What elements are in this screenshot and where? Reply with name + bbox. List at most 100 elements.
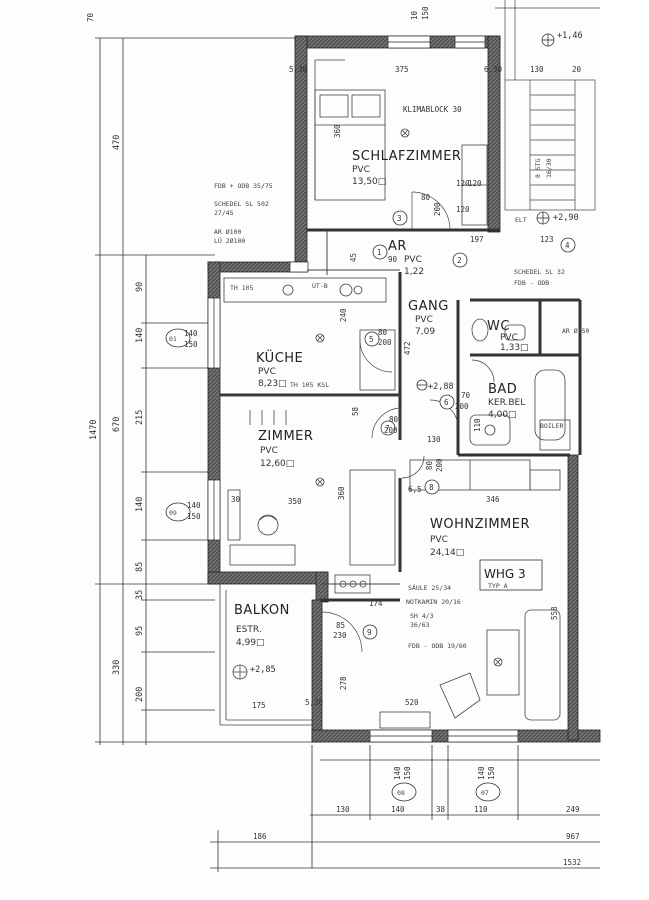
- dim-bs-120: 120: [468, 179, 482, 188]
- window-tag-h: 150: [487, 766, 496, 780]
- window-tag-h: 150: [187, 512, 201, 521]
- unit-tag-box: [479, 559, 543, 591]
- note-ut: UT-B: [312, 282, 328, 290]
- door-tag-circles: [339, 210, 576, 640]
- staircase: [495, 0, 600, 211]
- stove-burner-icon: [353, 285, 363, 295]
- door-size-h: 200: [435, 458, 444, 472]
- room-floor-schlafzimmer: PVC: [352, 165, 370, 175]
- note-kueche-tag: TH 105 KSL: [290, 381, 329, 389]
- dim-left-140b: 140: [135, 497, 145, 512]
- dim-bot-110: 110: [474, 805, 488, 814]
- left-dimension-chain: [95, 37, 320, 745]
- note-stg: 8 STG: [534, 158, 542, 178]
- living-furniture: [334, 459, 561, 729]
- door-size-h: 200: [455, 402, 469, 411]
- dim-left-lower: 330: [112, 660, 122, 675]
- ceiling-light-icon: [315, 477, 325, 487]
- dim-top-10: 10: [410, 10, 419, 20]
- door-size-h: 200: [384, 426, 398, 435]
- dim-bad-110: 110: [473, 418, 482, 432]
- zimmer-furniture: [227, 410, 396, 566]
- ceiling-light-icon: [315, 333, 325, 343]
- window-tag-id: 07: [481, 789, 489, 797]
- dim-k-240: 240: [339, 308, 348, 322]
- door-tag: 2: [457, 256, 462, 265]
- room-area-balkon: 4,99□: [236, 638, 265, 648]
- bathtub: [534, 369, 566, 441]
- dim-bot-1532: 1532: [563, 858, 581, 867]
- note-fdb-bottom: FDB - ODB 19/60: [408, 642, 467, 650]
- dim-top-70: 70: [86, 12, 95, 22]
- bottom-dimension-chain: [210, 745, 600, 872]
- dim-left-mid: 670: [112, 417, 122, 432]
- level-mid: +2,90: [553, 213, 579, 223]
- room-area-wohnzimmer: 24,14□: [430, 548, 464, 558]
- dim-bs-360: 360: [333, 124, 342, 138]
- unit-type: TYP A: [488, 582, 508, 590]
- door-size-h: 200: [433, 202, 442, 216]
- left-dimension-labels: 1470 470 670 330 90 140 215 140 85 35 95…: [89, 135, 145, 702]
- dim-z-350: 350: [288, 497, 302, 506]
- armchair: [439, 672, 481, 719]
- room-name-wohnzimmer: WOHNZIMMER: [430, 517, 530, 532]
- room-area-gang: 7,09: [415, 327, 435, 337]
- dim-w-530: 5,30: [305, 698, 324, 707]
- dim-left-total: 1470: [89, 420, 99, 440]
- dim-w-65: 6,5: [408, 485, 422, 494]
- dim-left-95: 95: [135, 626, 145, 636]
- dim-top-20: 20: [572, 65, 582, 74]
- sink-icon: [282, 284, 294, 296]
- door-tag: 6: [444, 398, 449, 407]
- dim-left-85: 85: [135, 562, 145, 572]
- dim-w-278: 278: [339, 676, 348, 690]
- note-th: TH 105: [230, 284, 254, 292]
- dim-w-130: 130: [427, 435, 441, 444]
- desk: [349, 469, 396, 566]
- room-name-gang: GANG: [408, 299, 449, 314]
- room-name-balkon: BALKON: [234, 603, 290, 618]
- door-swings: [321, 191, 495, 653]
- note-schedel-c: SCHEDEL SL 32: [514, 268, 565, 276]
- dim-bot-186: 186: [253, 832, 267, 841]
- room-area-schlafzimmer: 13,50□: [352, 177, 386, 187]
- note-sh2: 36/63: [410, 621, 430, 629]
- note-saule: SÄULE 25/34: [408, 583, 451, 592]
- room-name-ar: AR: [388, 239, 407, 254]
- dim-w-520: 520: [405, 698, 419, 707]
- dim-w-346: 346: [486, 495, 500, 504]
- door-size-w: 80: [425, 460, 434, 470]
- dim-bot-140: 140: [391, 805, 405, 814]
- unit-label: WHG 3: [484, 567, 526, 581]
- note-klimablock: KLIMABLOCK 30: [403, 105, 462, 114]
- dim-top-150: 150: [421, 6, 430, 20]
- room-floor-zimmer: PVC: [260, 446, 278, 456]
- note-fdb-top: FDB + ODB 35/75: [214, 182, 273, 190]
- room-name-wc: WC: [487, 319, 510, 334]
- room-area-bad: 4,00□: [488, 410, 517, 420]
- note-elt: ELT: [515, 216, 527, 224]
- door-size-w: 80: [421, 193, 431, 202]
- door-size-w: 80: [389, 415, 399, 424]
- stove-unit: [334, 574, 371, 594]
- dim-left-215: 215: [135, 410, 145, 425]
- door-tag: 4: [565, 241, 570, 250]
- dim-bs-197: 197: [470, 235, 484, 244]
- note-ar-dim: AR Ø100: [214, 228, 241, 236]
- dim-left-200: 200: [135, 687, 145, 702]
- dim-z-30: 30: [231, 495, 241, 504]
- room-floor-wc: PVC: [500, 333, 518, 343]
- note-lu: LÜ 2Ø100: [214, 236, 245, 245]
- room-floor-ar: PVC: [404, 255, 422, 265]
- room-name-zimmer: ZIMMER: [258, 429, 313, 444]
- window-tag-w: 140: [477, 766, 486, 780]
- wc-basin-icon: [504, 324, 526, 341]
- door-tag: 8: [429, 483, 434, 492]
- dim-ar-45: 45: [349, 253, 358, 262]
- level-top: +1,46: [557, 31, 583, 41]
- door-tag: 5: [369, 335, 374, 344]
- dim-z-58: 58: [351, 406, 360, 416]
- note-fdb-c: FDB - ODB: [514, 279, 549, 287]
- room-floor-kueche: PVC: [258, 367, 276, 377]
